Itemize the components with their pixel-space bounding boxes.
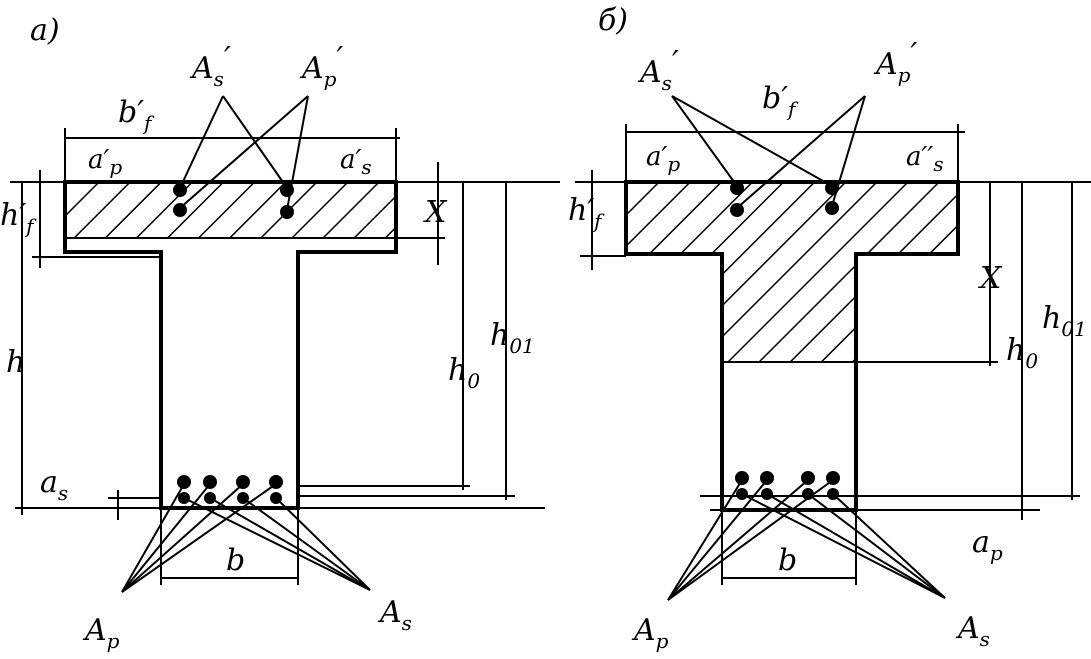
label-h0-b: h0 bbox=[1006, 333, 1038, 373]
panel-a: а) As′ Ap′ b′f a′p a′s h′f X h h0 h01 as… bbox=[0, 13, 560, 653]
label-as-top-b: a′′s bbox=[906, 142, 944, 176]
panel-b-caption: б) bbox=[598, 3, 628, 38]
label-as-prime-a: As′ bbox=[189, 41, 231, 91]
label-ap-a: Ap bbox=[82, 613, 120, 653]
panel-a-caption: а) bbox=[30, 13, 60, 48]
label-ap-top-b: a′p bbox=[646, 142, 680, 176]
label-as-prime-b: As′ bbox=[637, 45, 679, 95]
label-ap-b: Ap bbox=[631, 613, 669, 653]
label-as-top-a: a′s bbox=[340, 145, 372, 179]
label-ap-top-a: a′p bbox=[88, 145, 122, 179]
panel-b: б) As′ Ap′ b′f a′p a′′s h′f X h0 h01 ap … bbox=[568, 3, 1091, 653]
label-hf-b: h′f bbox=[568, 193, 605, 233]
label-h-a: h bbox=[6, 345, 25, 380]
label-ap-prime-a: Ap′ bbox=[299, 41, 343, 91]
label-ap-small-b: ap bbox=[972, 525, 1003, 565]
label-bf-b: b′f bbox=[762, 81, 799, 121]
compressed-zone-b bbox=[628, 183, 957, 362]
label-x-a: X bbox=[423, 195, 448, 230]
label-as-bottom-b: As bbox=[955, 611, 990, 651]
label-b-b: b bbox=[778, 543, 797, 578]
label-as-a: as bbox=[40, 465, 68, 505]
label-bf-a: b′f bbox=[118, 95, 155, 135]
label-h01-a: h01 bbox=[490, 318, 535, 358]
label-b-a: b bbox=[226, 543, 245, 578]
label-h01-b: h01 bbox=[1042, 301, 1087, 341]
label-x-b: X bbox=[978, 261, 1003, 296]
label-h0-a: h0 bbox=[448, 353, 480, 393]
label-as-bottom-a: As bbox=[377, 595, 412, 635]
compressed-zone-a bbox=[66, 183, 395, 238]
label-ap-prime-b: Ap′ bbox=[873, 37, 917, 87]
label-hf-a: h′f bbox=[0, 198, 37, 238]
